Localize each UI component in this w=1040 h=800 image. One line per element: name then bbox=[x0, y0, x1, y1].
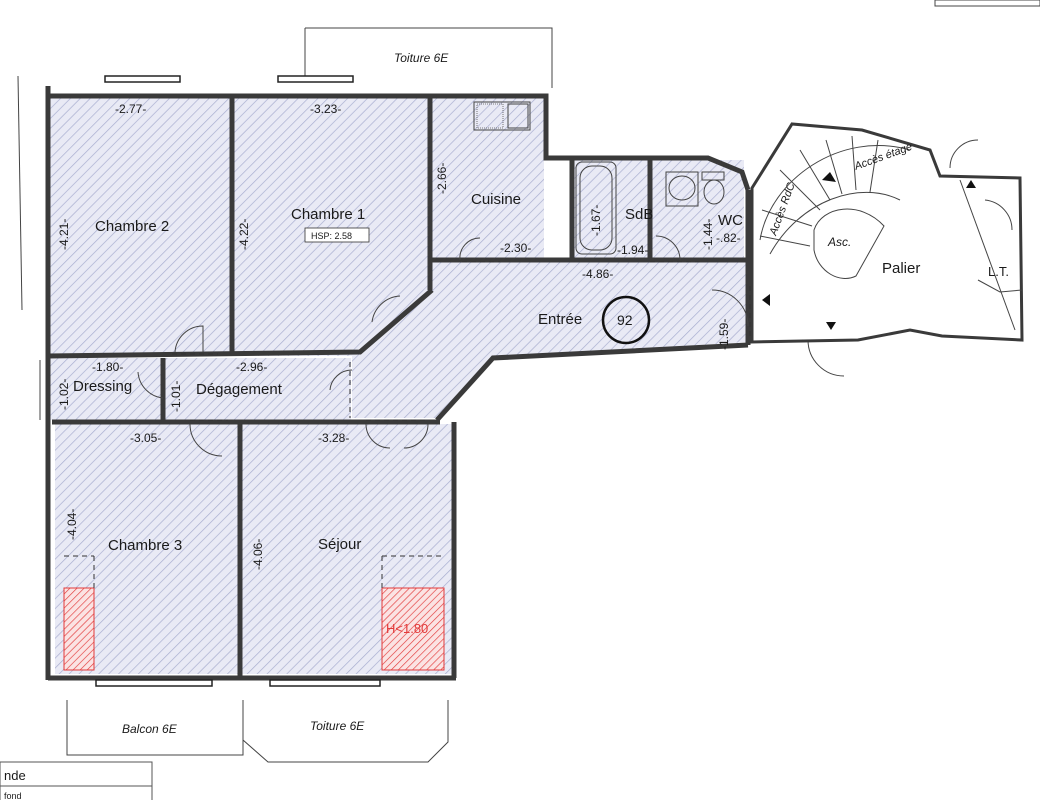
entree-area bbox=[352, 262, 748, 418]
windows bbox=[95, 75, 381, 687]
chambre1-area bbox=[234, 98, 429, 356]
dim-wc-height: -1.44- bbox=[701, 219, 715, 250]
cuisine-area bbox=[431, 98, 544, 258]
dimension-labels: -2.77- -4.21- -3.23- -4.22- -2.66- -2.30… bbox=[57, 102, 741, 570]
room-label-sdb: SdB bbox=[625, 206, 653, 223]
low-height-zone-right bbox=[381, 587, 445, 671]
washbasin bbox=[668, 175, 696, 201]
dim-dressing-height: -1.02- bbox=[57, 379, 71, 410]
dim-chambre2-height: -4.21- bbox=[57, 219, 71, 250]
elevator-label: Asc. bbox=[827, 235, 851, 249]
acces-rdc-label: Accès RdC bbox=[767, 181, 797, 238]
kitchen-sink bbox=[473, 101, 531, 131]
room-label-chambre2: Chambre 2 bbox=[95, 218, 169, 235]
dim-entree-width: -4.86- bbox=[582, 267, 613, 281]
legend-item: fond bbox=[4, 791, 22, 800]
room-labels: Chambre 2 Chambre 1 Cuisine SdB WC Entré… bbox=[73, 191, 1009, 554]
toiture-bottom-label: Toiture 6E bbox=[310, 719, 365, 733]
window bbox=[104, 75, 181, 83]
room-label-cuisine: Cuisine bbox=[471, 191, 521, 208]
walls bbox=[17, 75, 751, 681]
window bbox=[269, 679, 381, 687]
hsp-label: HSP: 2.58 bbox=[311, 231, 352, 241]
landing bbox=[750, 122, 1024, 344]
unit-number-circle bbox=[601, 295, 651, 345]
window bbox=[95, 679, 213, 687]
dim-chambre3-height: -4.04- bbox=[65, 509, 79, 540]
room-fills bbox=[50, 98, 748, 674]
dim-chambre1-height: -4.22- bbox=[237, 219, 251, 250]
room-label-dressing: Dressing bbox=[73, 378, 132, 395]
low-height-zone-left bbox=[63, 587, 95, 671]
window bbox=[277, 75, 354, 83]
dim-degagement-height: -1.01- bbox=[169, 381, 183, 412]
room-label-degagement: Dégagement bbox=[196, 381, 283, 398]
doors bbox=[137, 139, 1013, 457]
low-height-label: H<1.80 bbox=[386, 621, 428, 636]
toiture-top-label: Toiture 6E bbox=[394, 51, 449, 65]
room-label-chambre1: Chambre 1 bbox=[291, 206, 365, 223]
dim-degagement-width: -2.96- bbox=[236, 360, 267, 374]
dim-cuisine-height: -2.66- bbox=[435, 163, 449, 194]
degagement-area bbox=[165, 358, 351, 420]
legend: nde fond bbox=[0, 761, 153, 800]
room-label-lt: L.T. bbox=[988, 264, 1009, 279]
dim-entree-height: -1.59- bbox=[717, 319, 731, 350]
dim-dressing-width: -1.80- bbox=[92, 360, 123, 374]
dim-sejour-width: -3.28- bbox=[318, 431, 349, 445]
room-label-chambre3: Chambre 3 bbox=[108, 537, 182, 554]
exterior-outlines bbox=[66, 0, 1040, 763]
legend-title: nde bbox=[4, 768, 26, 783]
unit-number: 92 bbox=[617, 312, 633, 328]
dressing-area bbox=[50, 358, 163, 420]
thresholds bbox=[64, 261, 751, 588]
fixtures bbox=[473, 101, 725, 255]
dim-sdb-width: -1.94- bbox=[617, 243, 648, 257]
dim-wc-width: -.82- bbox=[716, 231, 741, 245]
dim-sejour-height: -4.06- bbox=[251, 539, 265, 570]
room-label-wc: WC bbox=[718, 212, 743, 229]
room-label-entree: Entrée bbox=[538, 311, 582, 328]
balcon-label: Balcon 6E bbox=[122, 722, 178, 736]
bathtub bbox=[575, 161, 617, 255]
dim-chambre3-width: -3.05- bbox=[130, 431, 161, 445]
room-label-sejour: Séjour bbox=[318, 536, 361, 553]
dim-chambre2-width: -2.77- bbox=[115, 102, 146, 116]
room-label-palier: Palier bbox=[882, 260, 920, 277]
dim-cuisine-width: -2.30- bbox=[500, 241, 531, 255]
elevator-shaft bbox=[813, 208, 885, 279]
chambre2-area bbox=[50, 98, 232, 356]
dim-bath-height: -1.67- bbox=[589, 205, 603, 236]
dim-chambre1-width: -3.23- bbox=[310, 102, 341, 116]
